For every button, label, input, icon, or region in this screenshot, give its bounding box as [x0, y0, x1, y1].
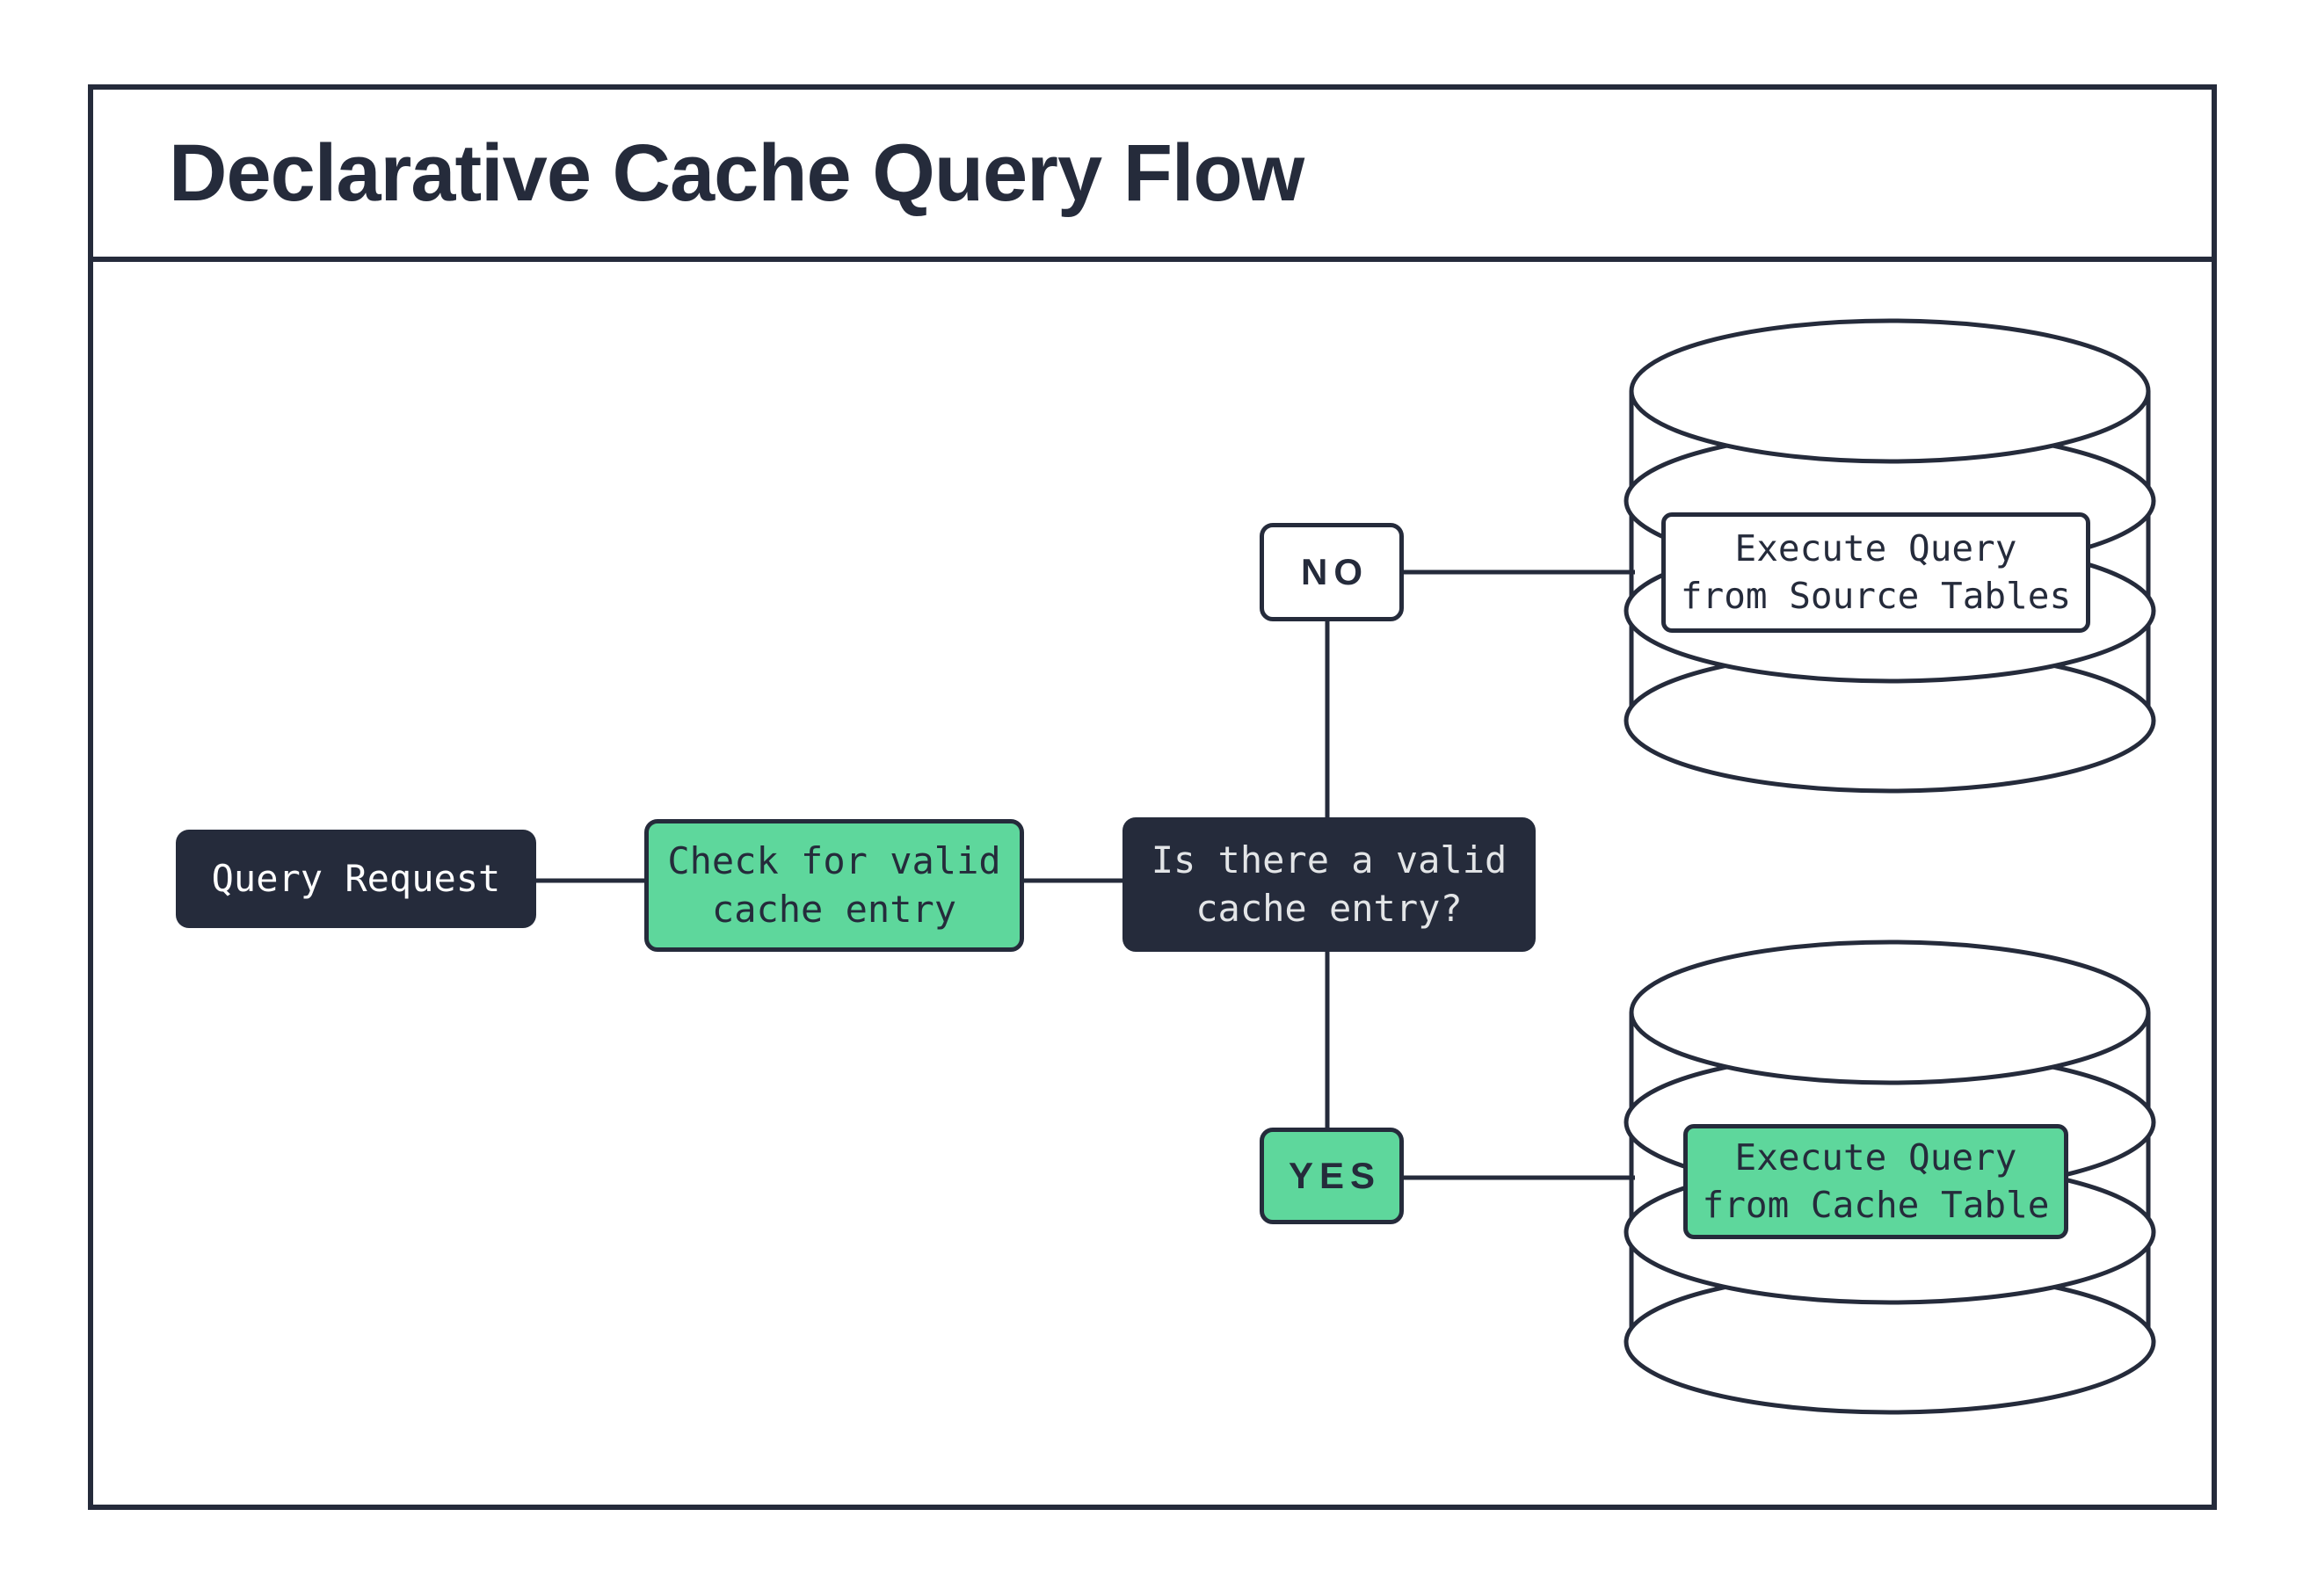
execute-source-query-node: Execute Query from Source Tables	[1661, 512, 2090, 633]
check-cache-label: Check for valid cache entry	[667, 838, 1001, 931]
no-branch-label: NO	[1301, 550, 1369, 592]
cache-decision-node: Is there a valid cache entry?	[1122, 817, 1536, 952]
query-request-label: Query Request	[211, 856, 501, 900]
no-branch-node: NO	[1260, 523, 1404, 621]
execute-cache-query-label: Execute Query from Cache Table	[1702, 1136, 2050, 1226]
page-title: Declarative Cache Query Flow	[169, 127, 1304, 218]
cache-decision-label: Is there a valid cache entry?	[1151, 838, 1507, 930]
query-request-node: Query Request	[176, 830, 536, 928]
check-cache-node: Check for valid cache entry	[644, 819, 1024, 952]
yes-branch-label: YES	[1288, 1154, 1382, 1196]
execute-source-query-label: Execute Query from Source Tables	[1680, 527, 2072, 617]
yes-branch-node: YES	[1260, 1128, 1404, 1224]
execute-cache-query-node: Execute Query from Cache Table	[1683, 1124, 2068, 1239]
diagram-header: Declarative Cache Query Flow	[93, 90, 2212, 262]
diagram-frame: Declarative Cache Query Flow	[88, 84, 2217, 1510]
